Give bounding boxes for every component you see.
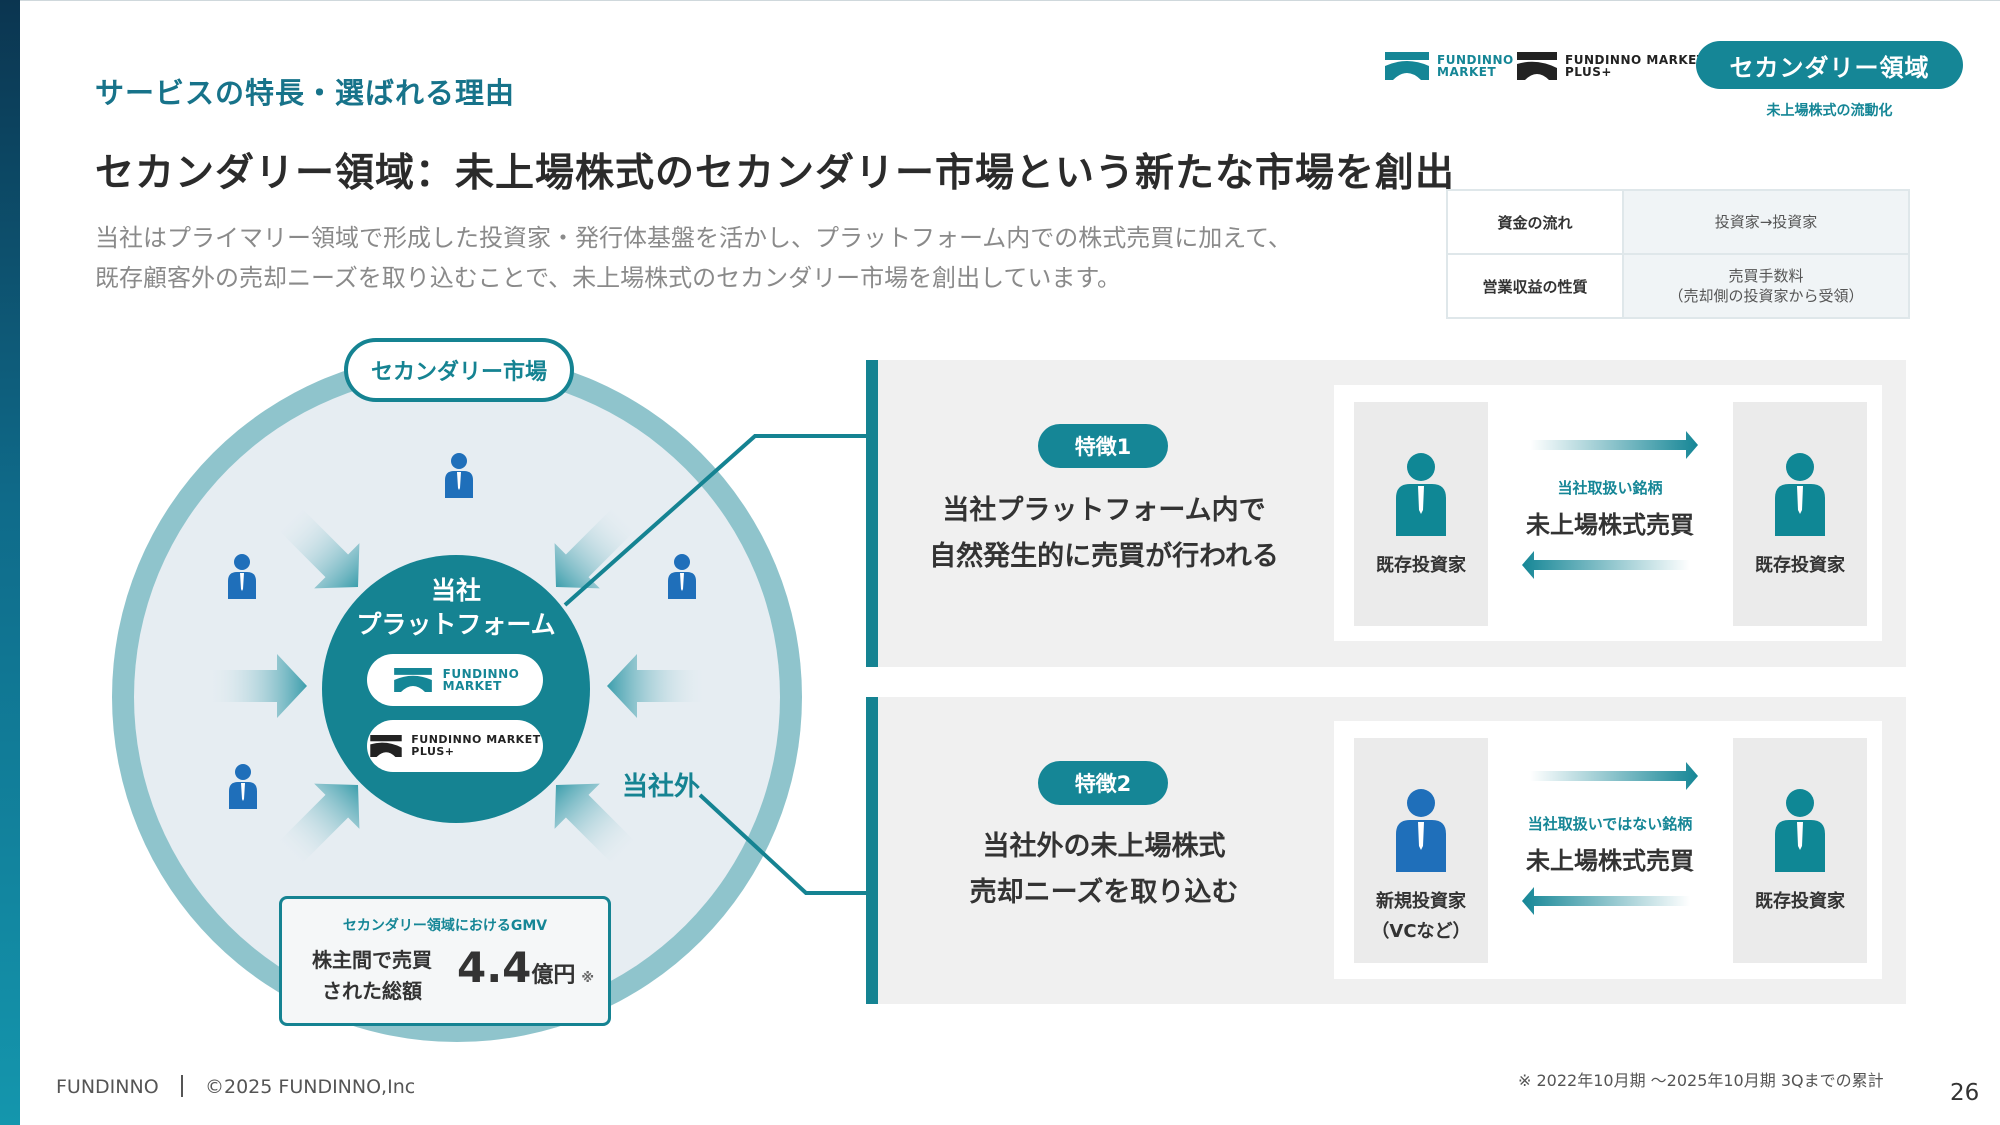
secondary-area-subtitle: 未上場株式の流動化 bbox=[1766, 103, 1893, 119]
info-value-revenue-line2: （売却側の投資家から受領） bbox=[1668, 287, 1864, 305]
info-value-flow: 投資家→投資家 bbox=[1622, 189, 1910, 255]
lead-text: 当社はプライマリー領域で形成した投資家・発行体基盤を活かし、プラットフォーム内で… bbox=[95, 218, 1292, 298]
existing-investor-icon bbox=[1396, 453, 1446, 536]
logo1-line2: MARKET bbox=[1437, 65, 1497, 79]
inward-arrows bbox=[207, 504, 707, 868]
gmv-description-line1: 株主間で売買 bbox=[312, 948, 432, 972]
arrow-bottom-left bbox=[275, 783, 360, 868]
gmv-box: セカンダリー領域におけるGMV 株主間で売買 された総額 4.4億円 ※ bbox=[279, 896, 611, 1026]
feature-1-caption: 当社取扱い銘柄 bbox=[1557, 479, 1663, 497]
arrow-right bbox=[607, 654, 707, 718]
page-title: セカンダリー領域：未上場株式のセカンダリー市場という新たな市場を創出 bbox=[95, 151, 1456, 196]
info-table: 資金の流れ 投資家→投資家 営業収益の性質 売買手数料 （売却側の投資家から受領… bbox=[1446, 189, 1910, 319]
feature-2-left-person-name: 新規投資家 bbox=[1376, 891, 1466, 912]
secondary-area-badge: セカンダリー領域 bbox=[1696, 41, 1963, 89]
feature-2-trade-arrows bbox=[1522, 762, 1698, 915]
gmv-note-mark: ※ bbox=[581, 971, 595, 986]
outside-company-label: 当社外 bbox=[622, 772, 701, 802]
gmv-description-line2: された総額 bbox=[322, 979, 422, 1003]
footer-brand: FUNDINNO bbox=[56, 1076, 159, 1098]
fundinno-market-plus-logo: FUNDINNO MARKET PLUS+ bbox=[1517, 52, 1706, 80]
info-value-revenue-line1: 売買手数料 bbox=[1728, 267, 1804, 285]
feature-1-line2: 自然発生的に売買が行われる bbox=[929, 541, 1279, 572]
fundinno-market-logo-icon bbox=[393, 668, 432, 692]
gmv-amount: 4.4億円 ※ bbox=[457, 943, 594, 992]
feature-1-trade: 未上場株式売買 bbox=[1526, 511, 1694, 539]
fundinno-market-logo: FUNDINNO MARKET bbox=[1385, 52, 1514, 80]
gmv-caption: セカンダリー領域におけるGMV bbox=[342, 918, 548, 934]
arrow-top-left bbox=[275, 504, 360, 589]
feature-2-chip: 特徴2 bbox=[1038, 761, 1168, 805]
feature-2-text: 当社外の未上場株式 売却ニーズを取り込む bbox=[924, 824, 1284, 916]
feature-2-caption: 当社取扱いではない銘柄 bbox=[1527, 815, 1693, 833]
left-accent-bar bbox=[0, 0, 20, 1125]
gmv-unit: 億円 bbox=[531, 963, 576, 988]
gmv-value: 4.4 bbox=[457, 943, 532, 992]
lead-line-1: 当社はプライマリー領域で形成した投資家・発行体基盤を活かし、プラットフォーム内で… bbox=[95, 224, 1292, 252]
investor-icon bbox=[228, 554, 256, 599]
investor-icon bbox=[445, 453, 473, 498]
logo2-line2: PLUS+ bbox=[1565, 65, 1612, 79]
pill-logo2-line2: PLUS+ bbox=[411, 745, 455, 758]
feature-1-line1: 当社プラットフォーム内で bbox=[942, 495, 1266, 526]
logo1-line1: FUNDINNO bbox=[1437, 53, 1514, 67]
platform-logo-market: FUNDINNO MARKET bbox=[367, 654, 543, 706]
fundinno-market-plus-logo-icon bbox=[370, 735, 402, 757]
feature-2-right-person-label: 既存投資家 bbox=[1755, 891, 1845, 912]
feature-1-left-person-label: 既存投資家 bbox=[1376, 555, 1466, 576]
info-value-revenue: 売買手数料 （売却側の投資家から受領） bbox=[1622, 253, 1910, 319]
fundinno-market-logo-icon bbox=[1385, 52, 1429, 80]
arrow-bottom-right bbox=[554, 783, 639, 868]
platform-label-line2: プラットフォーム bbox=[356, 610, 556, 639]
feature-1-trade-arrows bbox=[1522, 431, 1698, 579]
platform-label: 当社 プラットフォーム bbox=[322, 574, 590, 642]
existing-investor-icon bbox=[1775, 453, 1825, 536]
fundinno-market-plus-logo-icon bbox=[1517, 52, 1557, 80]
new-investor-icon bbox=[1396, 789, 1446, 872]
page-number: 26 bbox=[1950, 1080, 1980, 1106]
feature-2-accent bbox=[866, 697, 878, 1004]
lead-line-2: 既存顧客外の売却ニーズを取り込むことで、未上場株式のセカンダリー市場を創出してい… bbox=[95, 264, 1121, 292]
feature-1-text: 当社プラットフォーム内で 自然発生的に売買が行われる bbox=[924, 488, 1284, 580]
investor-icon bbox=[229, 764, 257, 809]
info-row-revenue: 営業収益の性質 売買手数料 （売却側の投資家から受領） bbox=[1446, 253, 1910, 319]
footer-copyright: ©2025 FUNDINNO,Inc bbox=[205, 1076, 416, 1098]
existing-investor-icon bbox=[1775, 789, 1825, 872]
feature-2-line2: 売却ニーズを取り込む bbox=[969, 877, 1239, 908]
pill-logo1-line2: MARKET bbox=[442, 679, 502, 693]
investor-icon bbox=[668, 554, 696, 599]
secondary-market-label: セカンダリー市場 bbox=[344, 338, 574, 402]
breadcrumb: サービスの特長・選ばれる理由 bbox=[95, 76, 516, 110]
pill-logo2-line1: FUNDINNO MARKET bbox=[411, 733, 541, 746]
arrow-top-right bbox=[554, 504, 639, 589]
pill-logo1-line1: FUNDINNO bbox=[442, 667, 520, 681]
footer-divider bbox=[181, 1075, 183, 1097]
feature-1-chip: 特徴1 bbox=[1038, 424, 1168, 468]
platform-logo-market-plus: FUNDINNO MARKET PLUS+ bbox=[367, 720, 543, 772]
top-border bbox=[0, 0, 2000, 1]
feature-1-right-person-label: 既存投資家 bbox=[1755, 555, 1845, 576]
platform-label-line1: 当社 bbox=[430, 576, 481, 605]
info-key-flow: 資金の流れ bbox=[1446, 189, 1624, 255]
arrow-left bbox=[207, 654, 307, 718]
feature-2-left-person-label: 新規投資家 （VCなど） bbox=[1354, 887, 1488, 947]
logo2-line1: FUNDINNO MARKET bbox=[1565, 53, 1706, 67]
info-row-flow: 資金の流れ 投資家→投資家 bbox=[1446, 189, 1910, 255]
feature-2-left-person-sub: （VCなど） bbox=[1371, 921, 1471, 942]
footer-note: ※ 2022年10月期 〜2025年10月期 3Qまでの累計 bbox=[1518, 1071, 1884, 1090]
gmv-description: 株主間で売買 された総額 bbox=[312, 945, 432, 1007]
feature-1-accent bbox=[866, 360, 878, 667]
info-key-revenue: 営業収益の性質 bbox=[1446, 253, 1624, 319]
feature-2-trade: 未上場株式売買 bbox=[1526, 847, 1694, 875]
feature-2-line1: 当社外の未上場株式 bbox=[982, 831, 1226, 862]
